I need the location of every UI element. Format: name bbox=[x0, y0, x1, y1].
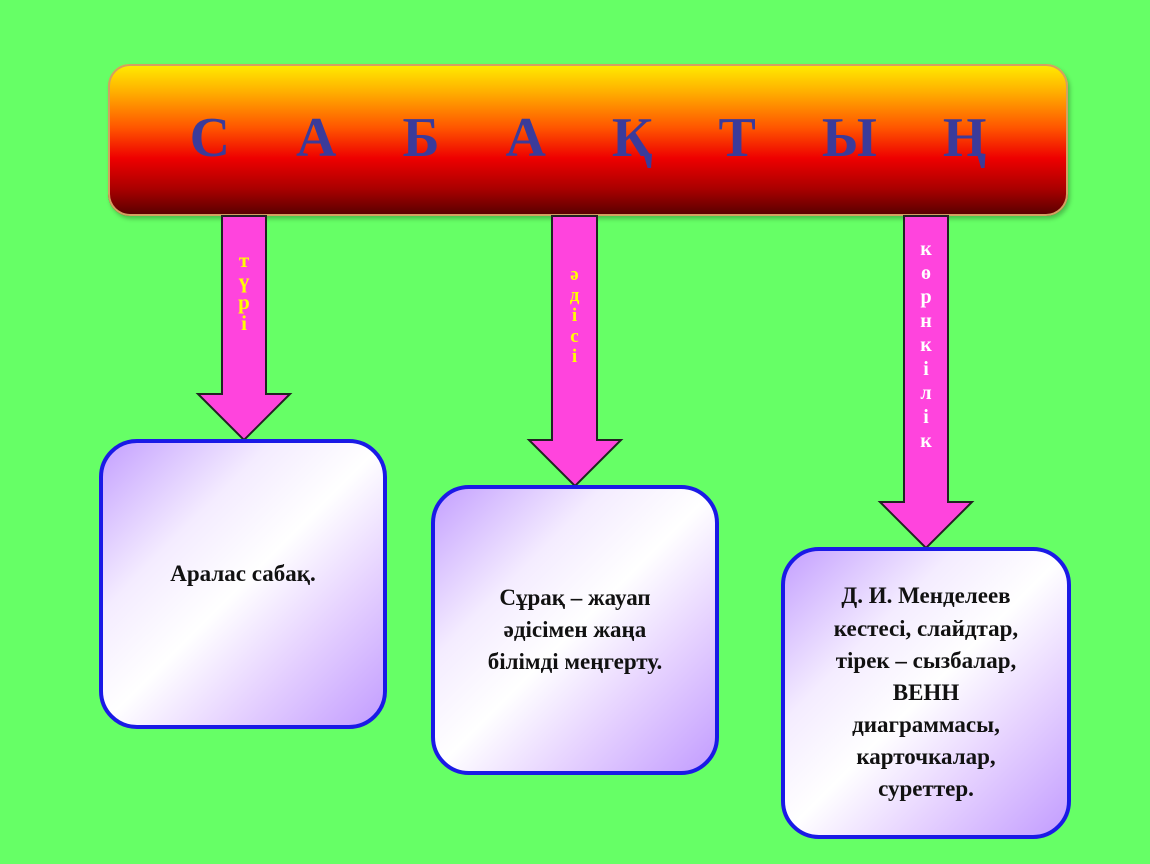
arrow-1-letter: і bbox=[241, 311, 247, 335]
arrow-2-letter: і bbox=[571, 305, 578, 327]
lesson-visual-aids-box: Д. И. Менделеев кестесі, слайдтар, тірек… bbox=[781, 547, 1071, 839]
arrow-3-letter: і bbox=[923, 406, 929, 428]
arrow-2-letter: і bbox=[571, 346, 578, 368]
arrow-2-label: ә д і с і bbox=[552, 264, 597, 368]
arrow-3-letter: ө bbox=[921, 262, 931, 284]
arrow-2-shape bbox=[526, 215, 624, 488]
arrow-1-label: т ү р і bbox=[222, 250, 266, 334]
title-text: С А Б А Қ Т Ы Ң bbox=[189, 107, 1013, 169]
arrow-3-label: к ө р н к і л і к bbox=[904, 237, 948, 453]
lesson-method-text: Сұрақ – жауап әдісімен жаңа білімді меңг… bbox=[487, 584, 663, 675]
title-banner: С А Б А Қ Т Ы Ң bbox=[108, 64, 1068, 216]
arrow-1-letter: р bbox=[238, 290, 250, 314]
arrow-3-shape bbox=[877, 215, 975, 550]
lesson-type-box: Аралас сабақ. bbox=[99, 439, 387, 729]
arrow-3-letter: р bbox=[920, 286, 932, 308]
arrow-3-letter: к bbox=[920, 334, 932, 356]
arrow-3-letter: і bbox=[923, 358, 929, 380]
lesson-visual-aids-text: Д. И. Менделеев кестесі, слайдтар, тірек… bbox=[833, 583, 1019, 802]
arrow-3-letter: к bbox=[920, 238, 932, 260]
arrow-2-letter: д bbox=[569, 284, 580, 306]
arrow-3-letter: л bbox=[920, 382, 932, 404]
arrow-1-letter: т bbox=[238, 248, 250, 272]
lesson-type-text: Аралас сабақ. bbox=[170, 560, 316, 586]
arrow-3-letter: н bbox=[920, 310, 932, 332]
arrow-3-letter: к bbox=[920, 430, 932, 452]
lesson-method-box: Сұрақ – жауап әдісімен жаңа білімді меңг… bbox=[431, 485, 719, 775]
arrow-1-letter: ү bbox=[238, 269, 250, 293]
arrow-2-letter: ә bbox=[570, 264, 579, 285]
arrow-1-shape bbox=[195, 215, 293, 442]
arrow-2-letter: с bbox=[570, 325, 579, 347]
